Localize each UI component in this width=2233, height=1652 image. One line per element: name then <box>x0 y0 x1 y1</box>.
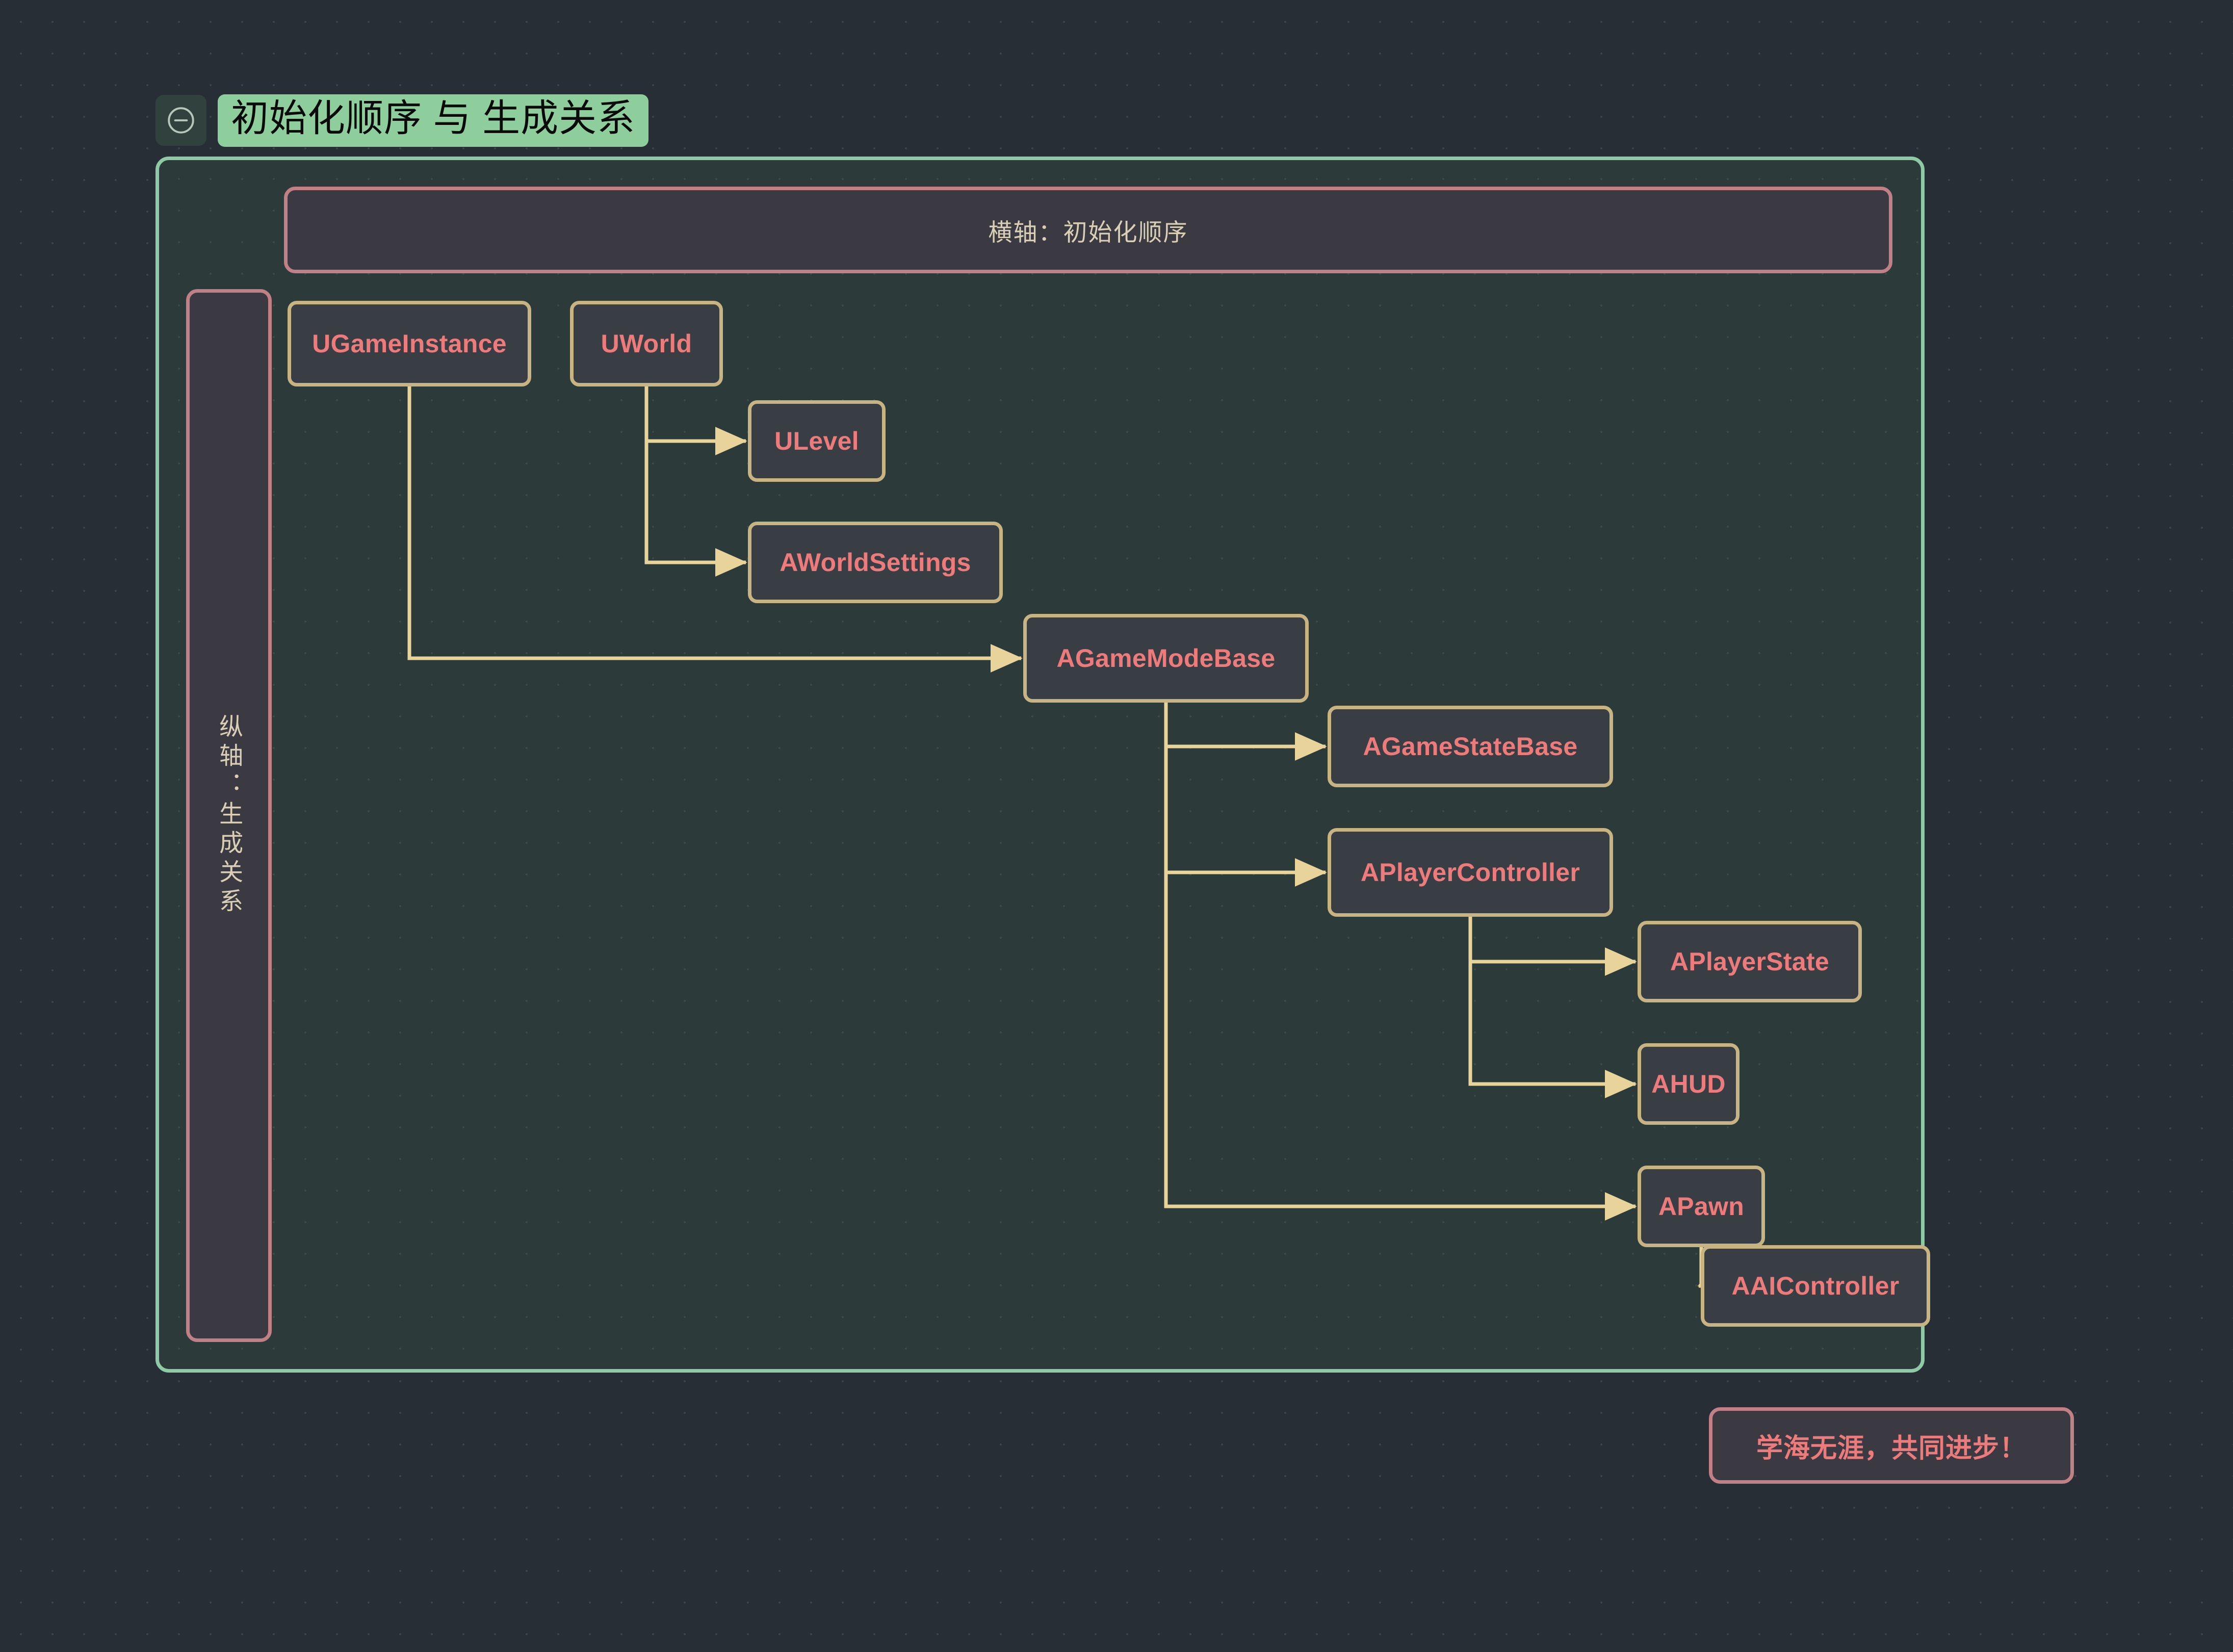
node-label: AHUD <box>1651 1070 1726 1098</box>
node-label: APlayerState <box>1670 947 1830 976</box>
node-apawn[interactable]: APawn <box>1638 1166 1765 1247</box>
node-aaicontroller[interactable]: AAIController <box>1701 1245 1930 1327</box>
footer-badge: 学海无涯，共同进步！ <box>1709 1407 2074 1484</box>
node-ahud[interactable]: AHUD <box>1638 1043 1739 1125</box>
node-label: AGameModeBase <box>1056 644 1276 673</box>
node-label: AGameStateBase <box>1363 732 1578 761</box>
edge-aplayercontroller-to-ahud <box>1468 917 1637 1098</box>
edge-agamemodebase-to-aplayercontroller <box>1164 703 1327 887</box>
node-label: APawn <box>1658 1192 1745 1221</box>
node-aplayercontroller[interactable]: APlayerController <box>1328 828 1613 917</box>
node-label: UGameInstance <box>312 329 507 358</box>
node-ulevel[interactable]: ULevel <box>748 400 886 482</box>
x-axis-banner: 横轴：初始化顺序 <box>284 187 1892 273</box>
node-uworld[interactable]: UWorld <box>570 301 723 386</box>
edge-agamemodebase-to-agamestatebase <box>1164 703 1327 761</box>
node-agamestatebase[interactable]: AGameStateBase <box>1328 706 1613 787</box>
edge-uworld-to-aworldsettings <box>644 386 747 577</box>
minus-circle-icon <box>168 107 194 134</box>
node-ugameinstance[interactable]: UGameInstance <box>288 301 531 386</box>
x-axis-label: 横轴：初始化顺序 <box>988 218 1188 246</box>
node-agamemodebase[interactable]: AGameModeBase <box>1023 614 1309 703</box>
node-label: ULevel <box>774 427 859 455</box>
title-badge: 初始化顺序 与 生成关系 <box>218 94 649 147</box>
node-aplayerstate[interactable]: APlayerState <box>1638 921 1862 1002</box>
page-title: 初始化顺序 与 生成关系 <box>231 97 636 139</box>
node-aworldsettings[interactable]: AWorldSettings <box>748 522 1003 603</box>
footer-text: 学海无涯，共同进步！ <box>1756 1433 2027 1463</box>
edge-uworld-to-ulevel <box>644 386 747 455</box>
node-label: AAIController <box>1731 1272 1900 1300</box>
collapse-button[interactable] <box>155 95 206 146</box>
node-label: APlayerController <box>1360 858 1580 887</box>
title-row: 初始化顺序 与 生成关系 <box>155 94 649 147</box>
y-axis-label: 纵轴：生成关系 <box>216 714 243 917</box>
node-label: UWorld <box>601 329 692 358</box>
node-label: AWorldSettings <box>780 548 971 577</box>
y-axis-sidebar: 纵轴：生成关系 <box>186 289 272 1342</box>
edge-aplayercontroller-to-aplayerstate <box>1468 917 1637 976</box>
